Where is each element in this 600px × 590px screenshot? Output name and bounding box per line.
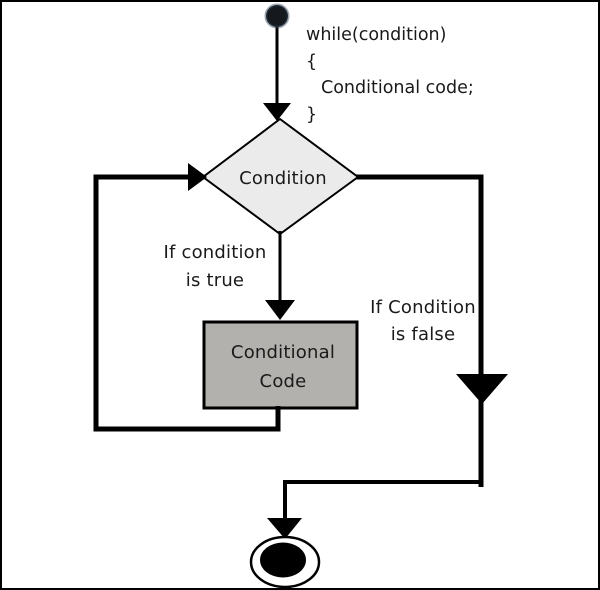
condition-top-arrowhead-icon xyxy=(263,103,291,121)
loop-back-edge xyxy=(93,174,281,432)
process-node-label: Conditional Code xyxy=(230,342,336,392)
end-node-core-icon xyxy=(260,542,306,578)
false-branch-arrowhead-icon xyxy=(456,374,508,404)
code-line-3: Conditional code; xyxy=(321,78,474,98)
code-line-2: { xyxy=(306,51,318,72)
loop-back-arrowhead-icon xyxy=(188,163,207,191)
end-edge xyxy=(283,480,483,521)
code-annotation: while(condition) { Conditional code; } xyxy=(306,22,474,128)
start-node-icon xyxy=(264,3,290,29)
true-branch-label: If condition is true xyxy=(163,242,267,291)
edge-arrowheads xyxy=(188,103,508,539)
condition-node-label: Condition xyxy=(239,168,327,189)
true-branch-arrowhead-icon xyxy=(265,300,295,320)
process-box xyxy=(202,320,359,410)
code-line-4: } xyxy=(306,104,318,125)
false-branch-label: If Condition is false xyxy=(370,297,476,345)
end-arrowhead-icon xyxy=(267,518,302,539)
code-line-1: while(condition) xyxy=(306,25,447,45)
